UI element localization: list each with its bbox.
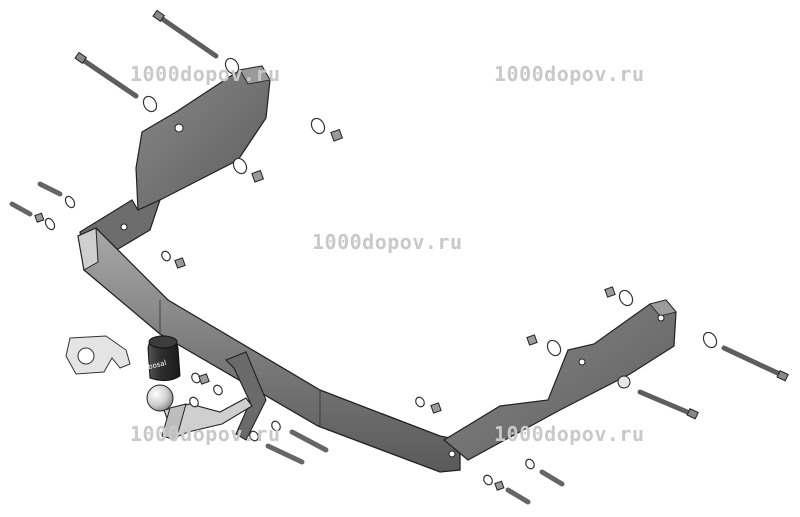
electrical-socket-bracket	[65, 335, 131, 375]
right-mounting-bracket	[442, 299, 677, 461]
nuts	[34, 128, 616, 491]
watermark-top-right: 1000dopov.ru	[494, 62, 645, 86]
washers-and-nuts	[44, 57, 718, 486]
watermark-top-left: 1000dopov.ru	[130, 62, 281, 86]
bolt-hardware	[9, 9, 789, 505]
watermark-bottom-right: 1000dopov.ru	[494, 422, 645, 446]
watermark-bottom-left: 1000dopov.ru	[130, 422, 281, 446]
tow-ball-cover-cap	[147, 335, 181, 382]
main-cross-beam	[77, 227, 461, 473]
tow-ball	[146, 384, 174, 412]
tow-ball-neck	[161, 351, 267, 441]
watermark-center: 1000dopov.ru	[312, 230, 463, 254]
